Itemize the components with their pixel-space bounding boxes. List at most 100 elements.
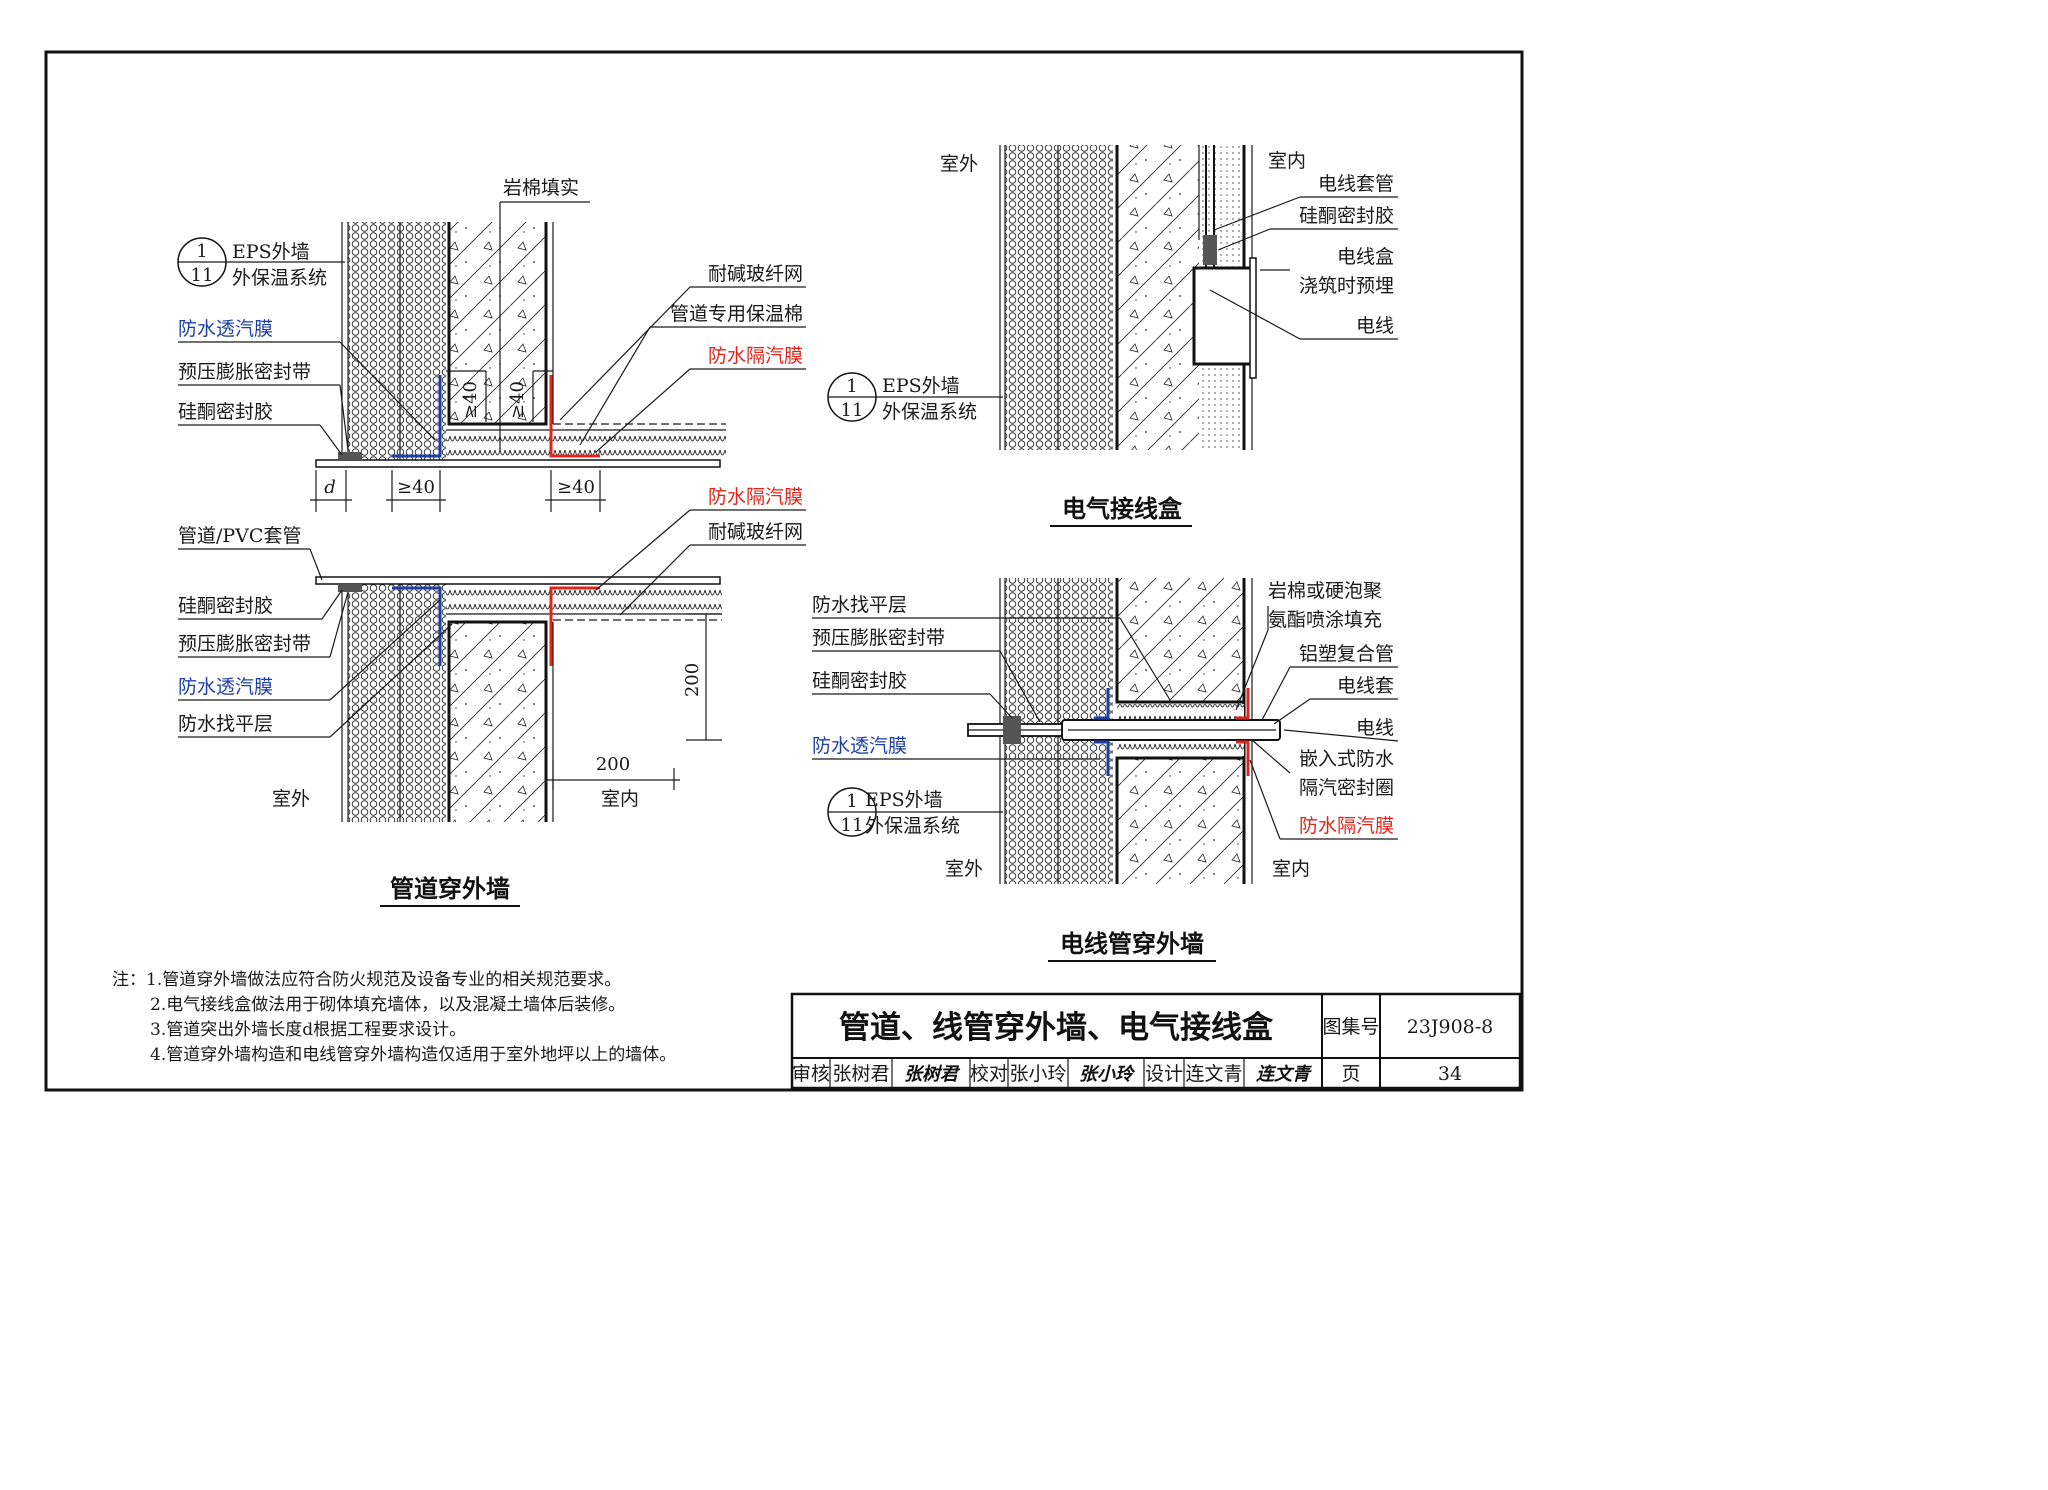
- title-block: 管道、线管穿外墙、电气接线盒 图集号 23J908-8 审核 张树君 张树君 校…: [790, 992, 1522, 1090]
- concrete-wall-upper: [1117, 578, 1244, 702]
- label-embed: 浇筑时预埋: [1299, 275, 1394, 297]
- conduit-detail: 防水找平层 预压膨胀密封带 硅酮密封胶 防水透汽膜 1 11 EPS外墙 外保温…: [812, 578, 1399, 962]
- concrete-wall-upper: [449, 222, 546, 424]
- pipe-detail-title: 管道穿外墙: [390, 875, 510, 903]
- label-wire: 电线: [1356, 315, 1394, 337]
- eps-insulation-lower: [348, 584, 446, 822]
- label-junction-box: 电线盒: [1337, 246, 1394, 268]
- pipe-detail: ≥40 ≥40 d ≥40 ≥40 200 200 1 11 EPS外墙 外保温…: [177, 177, 806, 907]
- label-indoor: 室内: [1268, 150, 1306, 172]
- junction-box: [1192, 266, 1250, 366]
- ref-label-line1: EPS外墙: [882, 375, 960, 397]
- ref-number: 1: [196, 241, 207, 262]
- label-breathable-membrane-b: 防水透汽膜: [178, 676, 273, 698]
- label-ring-line1: 嵌入式防水: [1299, 748, 1394, 770]
- check-label: 校对: [970, 1063, 1008, 1085]
- concrete-wall-lower: [1117, 758, 1244, 884]
- concrete-wall: [1117, 145, 1199, 450]
- label-precompressed-tape: 预压膨胀密封带: [812, 627, 945, 649]
- note-2: 2.电气接线盒做法用于砌体填充墙体，以及混凝土墙体后装修。: [150, 995, 625, 1015]
- dim-200-vertical: 200: [682, 663, 703, 697]
- label-wire-sleeve: 电线套: [1337, 675, 1394, 697]
- label-indoor: 室内: [601, 788, 639, 810]
- note-4: 4.管道穿外墙构造和电线管穿外墙构造仅适用于室外地坪以上的墙体。: [150, 1045, 676, 1065]
- checker-name: 张小玲: [1009, 1063, 1066, 1085]
- label-precompressed-tape-b: 预压膨胀密封带: [178, 633, 311, 655]
- atlas-label: 图集号: [1322, 1016, 1379, 1038]
- label-leveling-layer: 防水找平层: [812, 594, 907, 616]
- label-silicone-sealant: 硅酮密封胶: [812, 670, 907, 692]
- ref-number: 1: [846, 376, 857, 397]
- label-precompressed-tape: 预压膨胀密封带: [178, 361, 311, 383]
- conduit-detail-title: 电线管穿外墙: [1060, 930, 1204, 958]
- eps-insulation: [1005, 145, 1113, 450]
- note-3: 3.管道突出外墙长度d根据工程要求设计。: [150, 1020, 466, 1040]
- label-rockwool-fill: 岩棉填实: [503, 177, 579, 199]
- junction-box-title: 电气接线盒: [1062, 495, 1183, 523]
- breathable-membrane-lower: [392, 586, 442, 666]
- label-alkali-mesh: 耐碱玻纤网: [708, 263, 803, 285]
- foam-fill-lower: [1117, 740, 1244, 756]
- label-outdoor: 室外: [940, 153, 978, 175]
- ref-label-line2: 外保温系统: [882, 401, 977, 423]
- foam-fill-upper: [1117, 704, 1244, 720]
- concrete-wall-lower: [449, 622, 546, 822]
- sheet-border: [44, 50, 1524, 1092]
- label-al-pipe: 铝塑复合管: [1299, 643, 1394, 665]
- ref-sheet: 11: [841, 815, 864, 836]
- designer-signature: 连文青: [1256, 1064, 1312, 1085]
- note-1: 注：1.管道穿外墙做法应符合防火规范及设备专业的相关规范要求。: [112, 970, 621, 990]
- checker-signature: 张小玲: [1079, 1064, 1136, 1085]
- label-outdoor: 室外: [272, 788, 310, 810]
- label-fill-line1: 岩棉或硬泡聚: [1268, 580, 1382, 602]
- ref-sheet: 11: [841, 400, 864, 421]
- drawing-sheet: ≥40 ≥40 d ≥40 ≥40 200 200 1 11 EPS外墙 外保温…: [44, 50, 1524, 1092]
- label-sealant: 硅酮密封胶: [1299, 205, 1394, 227]
- page-number: 34: [1438, 1063, 1462, 1085]
- junction-box-detail: 室外 室内 电线套管 硅酮密封胶 电线盒 浇筑时预埋 电线 1 11 EPS外墙…: [827, 145, 1398, 527]
- reviewer-signature: 张树君: [904, 1064, 961, 1085]
- label-silicone-sealant-b: 硅酮密封胶: [178, 595, 273, 617]
- label-vapor-barrier-b: 防水隔汽膜: [708, 486, 803, 508]
- ref-sheet: 11: [191, 265, 214, 286]
- vapor-barrier-lower: [549, 586, 600, 666]
- dim-ge40-v2: ≥40: [507, 381, 528, 419]
- label-breathable-membrane: 防水透汽膜: [812, 735, 907, 757]
- label-breathable-membrane: 防水透汽膜: [178, 318, 273, 340]
- dim-200-horizontal: 200: [596, 754, 630, 775]
- page-label: 页: [1341, 1063, 1360, 1085]
- label-indoor: 室内: [1272, 858, 1310, 880]
- dim-d: d: [324, 477, 336, 498]
- ref-label-line1: EPS外墙: [232, 241, 310, 263]
- review-label: 审核: [792, 1063, 830, 1085]
- reviewer-name: 张树君: [832, 1063, 889, 1085]
- breathable-membrane-upper: [392, 375, 442, 458]
- label-pipe-insulation: 管道专用保温棉: [670, 303, 803, 325]
- ref-number: 1: [846, 791, 857, 812]
- atlas-number: 23J908-8: [1407, 1016, 1494, 1038]
- dim-ge40-v1: ≥40: [460, 381, 481, 419]
- ref-label-line2: 外保温系统: [865, 815, 960, 837]
- designer-name: 连文青: [1185, 1063, 1242, 1085]
- label-outdoor: 室外: [945, 858, 983, 880]
- label-fill-line2: 氨酯喷涂填充: [1268, 609, 1382, 631]
- label-vapor-barrier: 防水隔汽膜: [708, 345, 803, 367]
- notes: 注：1.管道穿外墙做法应符合防火规范及设备专业的相关规范要求。 2.电气接线盒做…: [112, 970, 676, 1065]
- label-alkali-mesh-b: 耐碱玻纤网: [708, 521, 803, 543]
- eps-insulation-upper: [348, 222, 446, 460]
- design-label: 设计: [1145, 1063, 1183, 1085]
- drawing-title: 管道、线管穿外墙、电气接线盒: [839, 1010, 1274, 1046]
- ref-label-line1: EPS外墙: [865, 789, 943, 811]
- label-vapor-barrier: 防水隔汽膜: [1299, 815, 1394, 837]
- ref-label-line2: 外保温系统: [232, 267, 327, 289]
- sealant-block: [1203, 235, 1217, 265]
- dim-ge40-h2: ≥40: [557, 477, 595, 498]
- vapor-barrier-upper: [549, 375, 600, 458]
- dim-ge40-h1: ≥40: [397, 477, 435, 498]
- label-silicone-sealant: 硅酮密封胶: [178, 401, 273, 423]
- label-wire: 电线: [1356, 717, 1394, 739]
- label-pipe-sleeve: 管道/PVC套管: [178, 525, 301, 547]
- label-leveling-layer: 防水找平层: [178, 713, 273, 735]
- label-conduit: 电线套管: [1318, 173, 1394, 195]
- label-ring-line2: 隔汽密封圈: [1299, 777, 1394, 799]
